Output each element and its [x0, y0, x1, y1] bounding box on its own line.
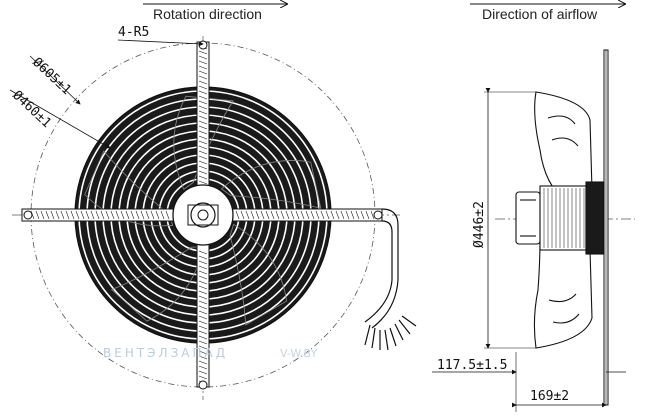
svg-text:169±2: 169±2 [530, 389, 569, 404]
motor-side [515, 181, 605, 255]
svg-text:4-R5: 4-R5 [118, 25, 149, 40]
svg-text:Ø446±2: Ø446±2 [472, 201, 487, 248]
side-view: Ø446±2 117.5±1.5 169±2 [432, 49, 635, 412]
watermark-site: V-W.BY [280, 347, 317, 360]
blade-profile [533, 91, 593, 349]
svg-text:Rotation direction: Rotation direction [153, 6, 262, 22]
svg-text:Ø460±1: Ø460±1 [9, 88, 54, 131]
mounting-dimension: 4-R5 [117, 25, 204, 47]
cable [364, 208, 417, 351]
rotation-direction-label: Rotation direction [143, 4, 287, 22]
front-view: 4-R5 Ø605±1 Ø460±1 ВЕНТЭЛЗАПАД V-W.BY [9, 25, 417, 400]
watermark-brand: ВЕНТЭЛЗАПАД [103, 346, 228, 360]
svg-text:117.5±1.5: 117.5±1.5 [437, 358, 507, 373]
fan-diameter-dimension: Ø446±2 [472, 88, 536, 349]
inner-diameter-dimension: Ø460±1 [9, 88, 111, 149]
airflow-direction-label: Direction of airflow [470, 4, 625, 22]
svg-text:Direction of airflow: Direction of airflow [482, 6, 598, 22]
hub-bracket [187, 204, 219, 226]
hub-core [197, 209, 209, 221]
total-depth-dimension: 169±2 [512, 389, 607, 408]
hub-depth-dimension: 117.5±1.5 [432, 352, 626, 412]
support-bar-hatching [25, 45, 380, 385]
outer-diameter-dimension: Ø605±1 [29, 55, 81, 105]
